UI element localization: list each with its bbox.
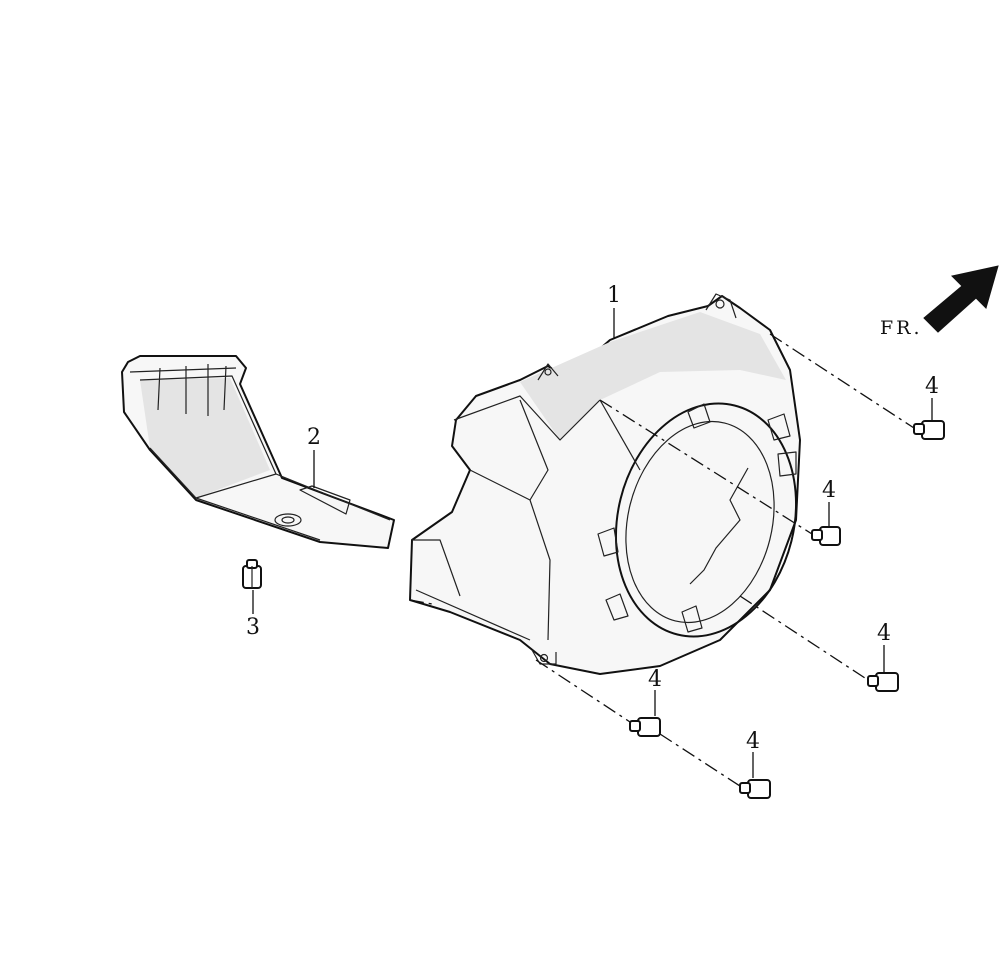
label-part-4-a: 4 — [925, 374, 939, 399]
part-3-bolt — [242, 559, 262, 589]
leader-lines — [252, 308, 933, 778]
part-4-bolt-e — [739, 779, 771, 799]
label-part-1: 1 — [607, 283, 621, 308]
part-1-fan-housing — [409, 293, 801, 675]
part-4-bolt-c — [867, 672, 899, 692]
label-part-2: 2 — [307, 425, 321, 450]
assembly-lines — [409, 333, 915, 787]
label-part-4-d: 4 — [648, 667, 662, 692]
front-direction-label: FR. — [880, 317, 923, 339]
label-part-4-e: 4 — [746, 729, 760, 754]
part-4-bolt-a — [913, 420, 945, 440]
label-part-3: 3 — [246, 615, 260, 640]
part-4-bolt-b — [811, 526, 841, 546]
label-part-4-b: 4 — [822, 478, 836, 503]
part-2-cover-plate — [121, 355, 395, 549]
part-4-bolt-d — [629, 717, 661, 737]
label-part-4-c: 4 — [877, 621, 891, 646]
front-direction-arrow-icon — [923, 265, 999, 333]
